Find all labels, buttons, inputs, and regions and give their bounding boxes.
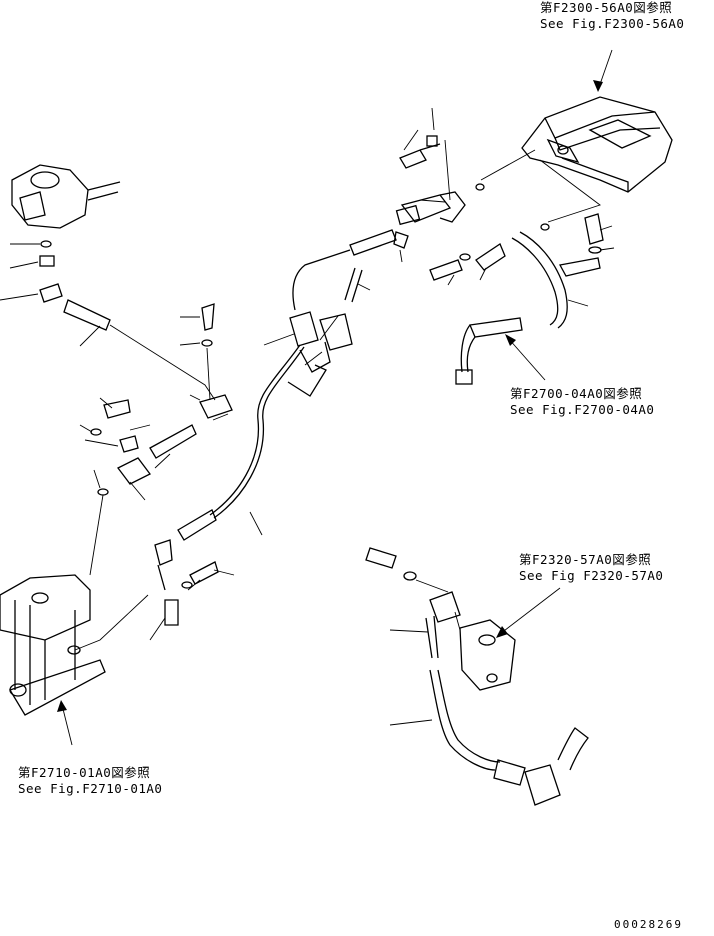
pipe-bracket-part — [558, 257, 601, 277]
leader-line — [74, 594, 149, 651]
reference-en-text: See Fig.F2710-01A0 — [18, 781, 163, 796]
hose-top — [292, 249, 351, 311]
nut-part — [39, 255, 55, 267]
block-fitting-part — [429, 591, 461, 623]
hose-long-center-outline — [213, 346, 305, 519]
bolt-part — [103, 399, 131, 419]
o-ring-part — [540, 223, 550, 231]
clamp-part — [154, 539, 173, 591]
nut-part — [393, 231, 409, 249]
clamp-bracket-part — [287, 311, 353, 397]
adapter-part — [149, 424, 197, 459]
drawing-number: 00028269 — [614, 918, 683, 931]
bolt-part — [429, 259, 463, 281]
elbow-part — [524, 764, 561, 806]
hose-long-center — [209, 344, 301, 516]
arrow-head — [505, 334, 516, 346]
bolt-part — [201, 303, 215, 331]
reference-jp-text: 第F2700-04A0図参照 — [510, 386, 643, 401]
arrow-head — [57, 700, 67, 712]
callout-leaders — [0, 107, 615, 726]
plug-part — [164, 599, 179, 626]
bolt-part — [344, 267, 363, 303]
reference-jp-text: 第F2320-57A0図参照 — [519, 552, 652, 567]
cab-leader-lines — [480, 149, 601, 223]
cab-housing-part — [521, 96, 673, 193]
reference-en-text: See Fig F2320-57A0 — [519, 568, 664, 583]
hose-lower-part — [429, 669, 496, 771]
o-ring-part — [97, 488, 109, 496]
reference-en-text: See Fig.F2300-56A0 — [540, 16, 685, 31]
washer-part — [90, 428, 102, 436]
arrow-head — [593, 80, 603, 92]
elbow-fitting-part — [395, 191, 466, 226]
filter-assembly-part — [0, 574, 106, 716]
hose-end-part — [177, 509, 217, 541]
leader-line — [109, 324, 216, 401]
ref-arrow-f2700 — [507, 337, 546, 381]
hose-curve-part — [460, 324, 476, 373]
washer-part — [201, 339, 213, 347]
bolt-part — [189, 561, 219, 585]
ref-arrow-f2710 — [61, 704, 73, 746]
hose-nut-part — [455, 369, 473, 385]
o-ring-part — [40, 240, 52, 248]
reference-jp-text: 第F2300-56A0図参照 — [540, 0, 673, 15]
nut-part — [426, 135, 438, 147]
fitting-part — [475, 243, 506, 271]
leader-line — [206, 347, 211, 401]
plug-part — [119, 435, 139, 453]
washer-part — [403, 571, 417, 581]
reference-en-text: See Fig.F2700-04A0 — [510, 402, 655, 417]
reference-note-f2300: 第F2300-56A0図参照 See Fig.F2300-56A0 — [540, 0, 684, 32]
bolt-part — [584, 213, 604, 245]
hose-lower-outline — [437, 669, 501, 763]
reference-note-f2710: 第F2710-01A0図参照 See Fig.F2710-01A0 — [18, 765, 162, 797]
pump-part — [11, 164, 121, 229]
washer-part — [181, 581, 193, 589]
washer-part — [588, 246, 602, 254]
valve-part — [459, 619, 516, 691]
leader-line — [89, 494, 104, 576]
fitting-part — [39, 283, 63, 303]
swivel-part — [199, 394, 233, 419]
steel-pipe-part — [511, 237, 559, 326]
leader-line — [415, 579, 449, 593]
reference-jp-text: 第F2710-01A0図参照 — [18, 765, 151, 780]
washer-part — [459, 253, 471, 261]
o-ring-part — [475, 183, 485, 191]
ref-arrow-f2320 — [499, 587, 561, 635]
pipe-part — [425, 615, 439, 659]
steel-pipe-outline — [519, 231, 568, 329]
bolt-part — [399, 143, 441, 169]
tube-part — [557, 727, 589, 771]
hose-end-part — [63, 299, 111, 331]
arrow-head — [496, 626, 508, 638]
leader-line — [444, 139, 451, 201]
hose-end-part — [493, 759, 526, 786]
flange-part — [117, 457, 151, 485]
bolt-part — [365, 547, 397, 569]
reference-note-f2320: 第F2320-57A0図参照 See Fig F2320-57A0 — [519, 552, 663, 584]
adapter-part — [349, 229, 397, 256]
hose-end-part — [469, 317, 523, 338]
reference-note-f2700: 第F2700-04A0図参照 See Fig.F2700-04A0 — [510, 386, 654, 418]
